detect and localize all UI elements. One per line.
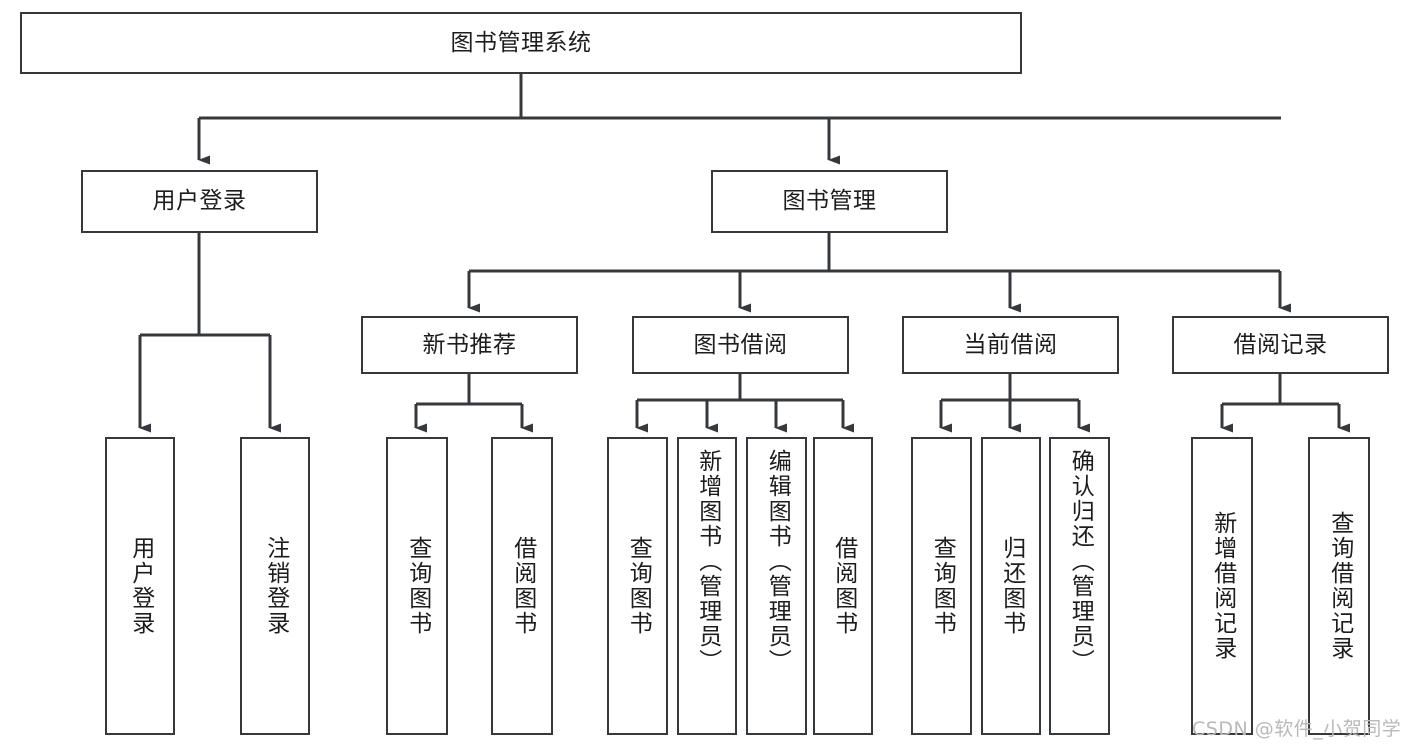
node-leaf-query-book-2-label: 查询图书 — [625, 536, 652, 636]
node-leaf-borrow-book-1-label: 借阅图书 — [509, 536, 536, 636]
node-root-label: 图书管理系统 — [450, 29, 592, 56]
node-leaf-query-book-2[interactable]: 查询图书 — [607, 437, 668, 735]
node-root[interactable]: 图书管理系统 — [20, 12, 1022, 74]
node-leaf-logout[interactable]: 注销登录 — [240, 437, 310, 735]
node-leaf-query-book-1-label: 查询图书 — [404, 536, 431, 636]
node-leaf-add-record[interactable]: 新增借阅记录 — [1191, 437, 1253, 735]
node-leaf-query-book-3[interactable]: 查询图书 — [911, 437, 972, 735]
node-new-book-recommend-label: 新书推荐 — [422, 331, 517, 358]
node-leaf-confirm-return[interactable]: 确认归还（管理员） — [1049, 437, 1110, 735]
node-borrow-record[interactable]: 借阅记录 — [1172, 316, 1389, 374]
node-new-book-recommend[interactable]: 新书推荐 — [361, 316, 578, 374]
node-leaf-query-record[interactable]: 查询借阅记录 — [1308, 437, 1370, 735]
node-leaf-user-login[interactable]: 用户登录 — [105, 437, 175, 735]
node-leaf-edit-book[interactable]: 编辑图书（管理员） — [746, 437, 807, 735]
node-leaf-query-book-3-label: 查询图书 — [929, 536, 956, 636]
node-leaf-return-book-label: 归还图书 — [998, 536, 1025, 636]
node-leaf-add-book-label: 新增图书（管理员） — [694, 449, 721, 674]
node-book-borrow-label: 图书借阅 — [693, 331, 788, 358]
node-user-login[interactable]: 用户登录 — [81, 170, 318, 233]
node-leaf-logout-label: 注销登录 — [262, 536, 289, 636]
node-leaf-return-book[interactable]: 归还图书 — [981, 437, 1041, 735]
node-book-manage[interactable]: 图书管理 — [711, 170, 948, 233]
node-book-borrow[interactable]: 图书借阅 — [632, 316, 849, 374]
node-leaf-edit-book-label: 编辑图书（管理员） — [764, 449, 791, 674]
node-leaf-add-record-label: 新增借阅记录 — [1209, 511, 1236, 661]
csdn-watermark: CSDN @软件_小贺同学 — [1192, 718, 1402, 740]
node-leaf-confirm-return-label: 确认归还（管理员） — [1067, 449, 1094, 674]
node-current-borrow[interactable]: 当前借阅 — [902, 316, 1119, 374]
node-leaf-borrow-book-1[interactable]: 借阅图书 — [491, 437, 553, 735]
node-user-login-label: 用户登录 — [152, 188, 247, 215]
node-leaf-borrow-book-2-label: 借阅图书 — [830, 536, 857, 636]
node-leaf-add-book[interactable]: 新增图书（管理员） — [677, 437, 737, 735]
node-book-manage-label: 图书管理 — [782, 188, 877, 215]
node-current-borrow-label: 当前借阅 — [963, 331, 1058, 358]
node-leaf-query-record-label: 查询借阅记录 — [1326, 511, 1353, 661]
node-borrow-record-label: 借阅记录 — [1233, 331, 1328, 358]
node-leaf-user-login-label: 用户登录 — [127, 536, 154, 636]
node-leaf-query-book-1[interactable]: 查询图书 — [386, 437, 448, 735]
node-leaf-borrow-book-2[interactable]: 借阅图书 — [813, 437, 873, 735]
